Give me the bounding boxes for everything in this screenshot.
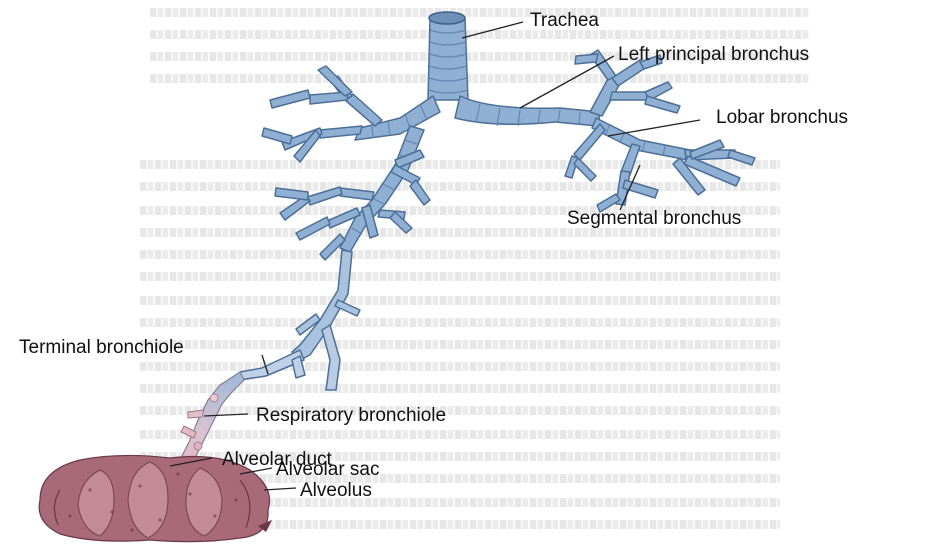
label-trachea: Trachea (530, 10, 599, 31)
leader-lobar-bronchus (608, 120, 700, 136)
trachea-shape (428, 12, 468, 100)
lobar-bronchus-shape (565, 118, 755, 212)
leader-trachea (462, 22, 523, 38)
label-segmental-bronchus: Segmental bronchus (567, 208, 741, 229)
label-respiratory-bronchiole: Respiratory bronchiole (256, 405, 446, 426)
bronchiole-shape (175, 250, 360, 474)
leader-alveolus (264, 488, 296, 490)
label-lobar-bronchus: Lobar bronchus (716, 107, 848, 128)
label-alveolar-sac: Alveolar sac (276, 459, 380, 480)
label-terminal-bronchiole: Terminal bronchiole (19, 337, 184, 358)
label-left-principal-bronchus: Left principal bronchus (618, 44, 809, 65)
label-alveolus: Alveolus (300, 480, 372, 501)
right-bronchial-tree-shape (262, 66, 440, 260)
